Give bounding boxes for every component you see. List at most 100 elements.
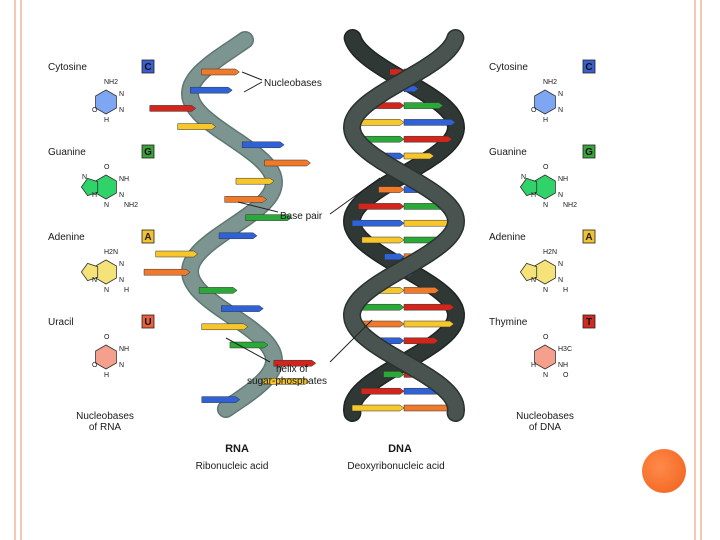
atom-label: N bbox=[521, 174, 526, 181]
dna-title: DNA bbox=[388, 443, 412, 455]
rna-subtitle: Ribonucleic acid bbox=[196, 461, 269, 472]
rna-nucleobase-rung bbox=[241, 141, 285, 149]
orange-dot bbox=[642, 449, 686, 493]
rna-nucleobase-rung bbox=[190, 86, 233, 94]
nucleobase-letter-box bbox=[582, 144, 596, 159]
rna-title: RNA bbox=[225, 443, 249, 455]
dna-base-pair-left bbox=[378, 186, 405, 193]
rna-backbone bbox=[182, 32, 282, 417]
atom-label: N bbox=[531, 277, 536, 284]
dna-base-pair-left bbox=[383, 371, 405, 378]
dna-base-pair-left bbox=[361, 236, 405, 244]
atom-label: N bbox=[92, 277, 97, 284]
atom-label: N bbox=[82, 174, 87, 181]
molecule-ring bbox=[95, 89, 117, 115]
atom-label: N bbox=[558, 107, 563, 114]
dna-base-pair-right bbox=[403, 135, 453, 143]
dna-base-pair-left bbox=[358, 203, 405, 210]
molecule-ring bbox=[95, 174, 117, 200]
nucleobases-annotation: Nucleobases bbox=[264, 78, 322, 89]
nucleobase-name: Adenine bbox=[48, 232, 85, 243]
atom-label: O bbox=[92, 362, 98, 369]
atom-label: O bbox=[543, 164, 549, 171]
atom-label: H bbox=[531, 192, 536, 199]
nucleobase-name: Guanine bbox=[489, 147, 527, 158]
atom-label: N bbox=[119, 277, 124, 284]
atom-label: N bbox=[119, 362, 124, 369]
dna-strand bbox=[342, 29, 466, 422]
dna-subtitle: Deoxyribonucleic acid bbox=[347, 461, 444, 472]
atom-label: H bbox=[531, 362, 536, 369]
atom-label: NH2 bbox=[543, 79, 557, 86]
atom-label: H bbox=[104, 372, 109, 379]
nucleobase-letter: A bbox=[585, 232, 592, 243]
atom-label: N bbox=[119, 91, 124, 98]
nucleobase-name: Adenine bbox=[489, 232, 526, 243]
atom-label: H bbox=[104, 117, 109, 124]
nucleobase-letter-box bbox=[582, 59, 596, 74]
rna-nucleobase-rung bbox=[149, 105, 197, 112]
atom-label: O bbox=[543, 334, 549, 341]
nucleobase-letter: G bbox=[144, 147, 152, 158]
right-caption-line2: of DNA bbox=[529, 422, 562, 433]
molecule-ring-5 bbox=[519, 262, 538, 282]
helix-annotation-line2: sugar-phosphates bbox=[247, 376, 327, 387]
atom-label: N bbox=[543, 202, 548, 209]
rna-nucleobase-rung bbox=[264, 159, 311, 167]
atom-label: NH2 bbox=[104, 79, 118, 86]
rna-nucleobase-rung bbox=[201, 68, 240, 76]
atom-label: H bbox=[92, 192, 97, 199]
rna-nucleobase-rung bbox=[273, 359, 317, 367]
nucleobase-letter-box bbox=[582, 229, 596, 244]
rna-nucleobase-rung bbox=[221, 305, 264, 312]
atom-label: NH bbox=[558, 362, 568, 369]
atom-label: H2N bbox=[543, 249, 557, 256]
rna-nucleobase-rung bbox=[245, 214, 292, 221]
atom-label: N bbox=[543, 372, 548, 379]
dna-base-pair-left bbox=[351, 219, 405, 227]
molecule-ring-5 bbox=[80, 177, 99, 197]
left-caption-line1: Nucleobases bbox=[76, 411, 134, 422]
atom-label: NH bbox=[119, 176, 129, 183]
slide-border-right-1 bbox=[694, 0, 696, 540]
atom-label: N bbox=[119, 107, 124, 114]
nucleobase-name: Thymine bbox=[489, 317, 528, 328]
atom-label: N bbox=[558, 192, 563, 199]
atom-label: NH2 bbox=[563, 202, 577, 209]
rna-nucleobase-rung bbox=[218, 232, 258, 240]
nucleobase-name: Cytosine bbox=[48, 62, 87, 73]
dna-base-pair-right bbox=[403, 320, 455, 328]
rna-nucleobase-rung bbox=[201, 323, 249, 331]
dna-base-pair-right bbox=[403, 152, 435, 160]
molecule-ring-5 bbox=[80, 262, 99, 282]
nucleobase-letter-box bbox=[582, 314, 596, 329]
nucleobase-letter-box bbox=[141, 314, 155, 329]
dna-base-pair-right bbox=[403, 287, 440, 294]
dna-base-pair-right bbox=[403, 337, 439, 345]
atom-label: N bbox=[543, 287, 548, 294]
rna-nucleobase-rung bbox=[262, 378, 310, 385]
nucleobase-letter: T bbox=[586, 317, 592, 328]
molecule-ring bbox=[534, 259, 556, 285]
rna-nucleobase-rung bbox=[198, 287, 238, 294]
dna-base-pair-left bbox=[360, 387, 405, 395]
dna-base-pair-right bbox=[403, 102, 444, 109]
rna-strand bbox=[143, 31, 317, 418]
atom-label: O bbox=[563, 372, 569, 379]
slide-border-right-2 bbox=[700, 0, 702, 540]
molecule-ring bbox=[534, 89, 556, 115]
atom-label: H bbox=[124, 287, 129, 294]
dna-base-pair-right bbox=[403, 119, 456, 126]
dna-base-pair-left bbox=[384, 253, 405, 261]
atom-label: N bbox=[104, 202, 109, 209]
atom-label: H2N bbox=[104, 249, 118, 256]
atom-label: H bbox=[563, 287, 568, 294]
